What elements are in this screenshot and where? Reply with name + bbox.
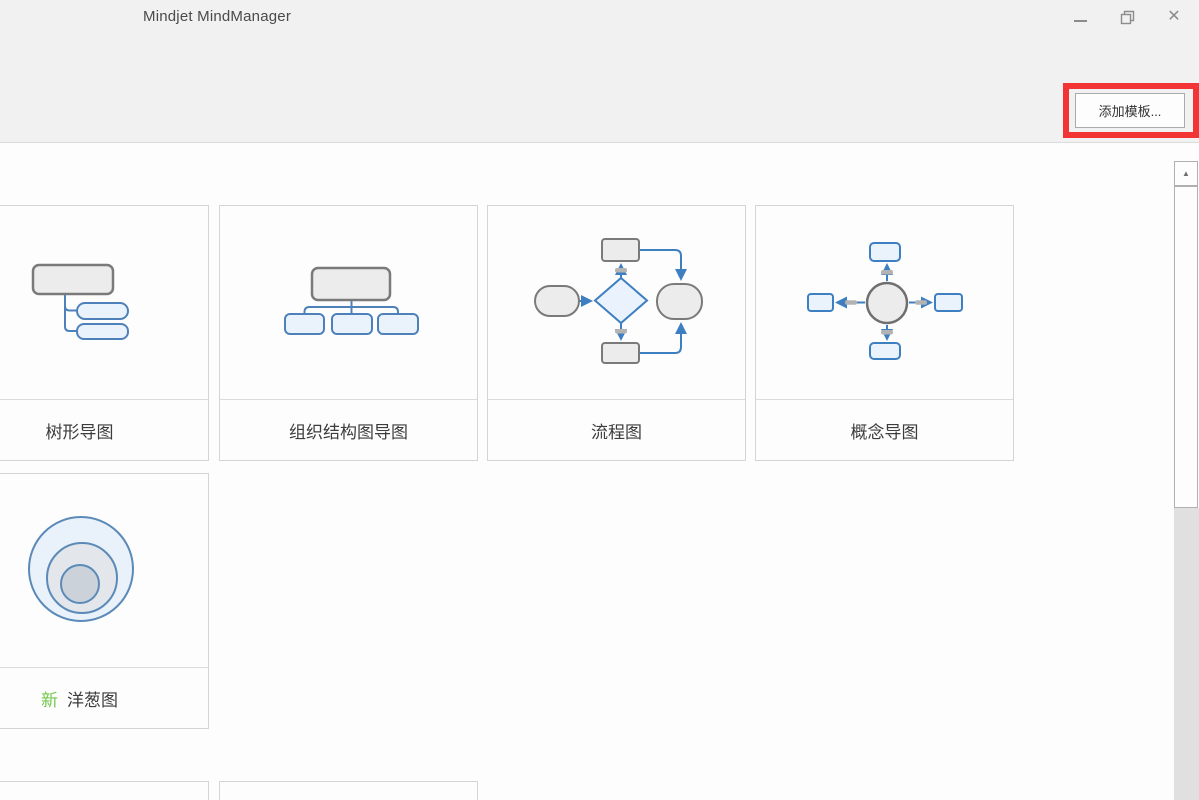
template-card-partial[interactable] — [0, 781, 209, 800]
minimize-icon — [1073, 20, 1087, 22]
template-card-label: 概念导图 — [756, 399, 1013, 460]
scroll-up-icon: ▲ — [1182, 169, 1190, 178]
org-chart-icon — [284, 266, 419, 335]
template-card-onion[interactable]: 新 洋葱图 — [0, 473, 209, 729]
template-card-concept[interactable]: 概念导图 — [755, 205, 1014, 461]
template-card-tree[interactable]: 树形导图 — [0, 205, 209, 461]
minimize-button[interactable] — [1066, 4, 1094, 30]
template-card-label: 组织结构图导图 — [220, 399, 477, 460]
restore-window-icon — [1120, 10, 1134, 24]
highlight-box — [1063, 83, 1199, 138]
close-button[interactable]: ✕ — [1160, 4, 1188, 30]
tree-diagram-icon — [31, 263, 129, 340]
template-card-flowchart[interactable]: 流程图 — [487, 205, 746, 461]
window-title: Mindjet MindManager — [143, 8, 292, 25]
close-icon: ✕ — [1167, 8, 1181, 25]
template-card-partial[interactable] — [219, 781, 478, 800]
template-card-label: 流程图 — [488, 399, 745, 460]
scrollbar-thumb[interactable] — [1174, 186, 1198, 508]
scrollbar-track[interactable] — [1174, 508, 1199, 800]
onion-diagram-icon — [28, 516, 134, 622]
new-badge: 新 — [41, 690, 58, 710]
concept-map-icon — [807, 242, 963, 360]
template-card-label: 新 洋葱图 — [0, 667, 208, 728]
template-card-label: 树形导图 — [0, 399, 208, 460]
add-template-button[interactable]: 添加模板... — [1075, 93, 1185, 128]
flowchart-icon — [534, 238, 703, 364]
template-card-org-chart[interactable]: 组织结构图导图 — [219, 205, 478, 461]
restore-window-button[interactable] — [1113, 4, 1141, 30]
title-bar: Mindjet MindManager ✕ — [0, 0, 1199, 143]
scroll-up-button[interactable]: ▲ — [1174, 161, 1198, 186]
